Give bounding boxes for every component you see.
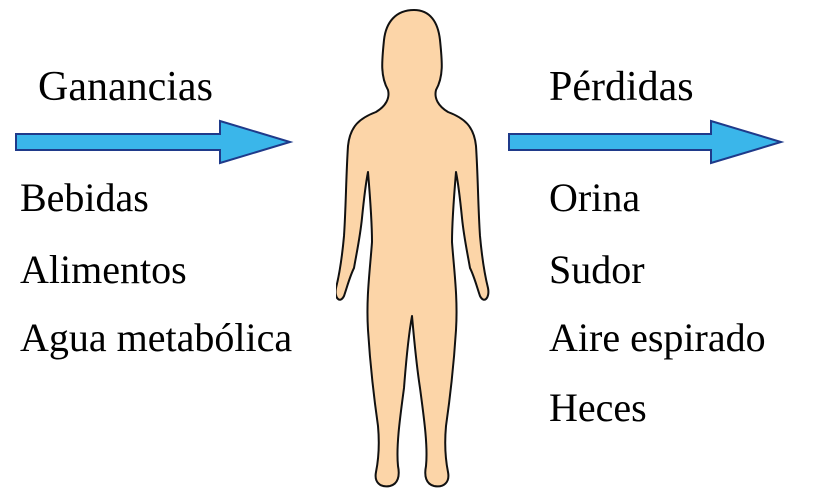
human-body-icon <box>336 6 496 498</box>
losses-item-sudor: Sudor <box>549 250 645 290</box>
losses-item-heces: Heces <box>549 388 647 428</box>
gains-item-alimentos: Alimentos <box>20 250 187 290</box>
losses-item-orina: Orina <box>549 178 640 218</box>
losses-heading: Pérdidas <box>549 66 694 108</box>
losses-arrow-icon <box>507 117 787 167</box>
gains-item-agua-metabolica: Agua metabólica <box>20 318 292 358</box>
gains-item-bebidas: Bebidas <box>20 178 149 218</box>
losses-item-aire-espirado: Aire espirado <box>549 318 766 358</box>
gains-arrow-icon <box>14 117 294 167</box>
gains-heading: Ganancias <box>38 66 213 108</box>
